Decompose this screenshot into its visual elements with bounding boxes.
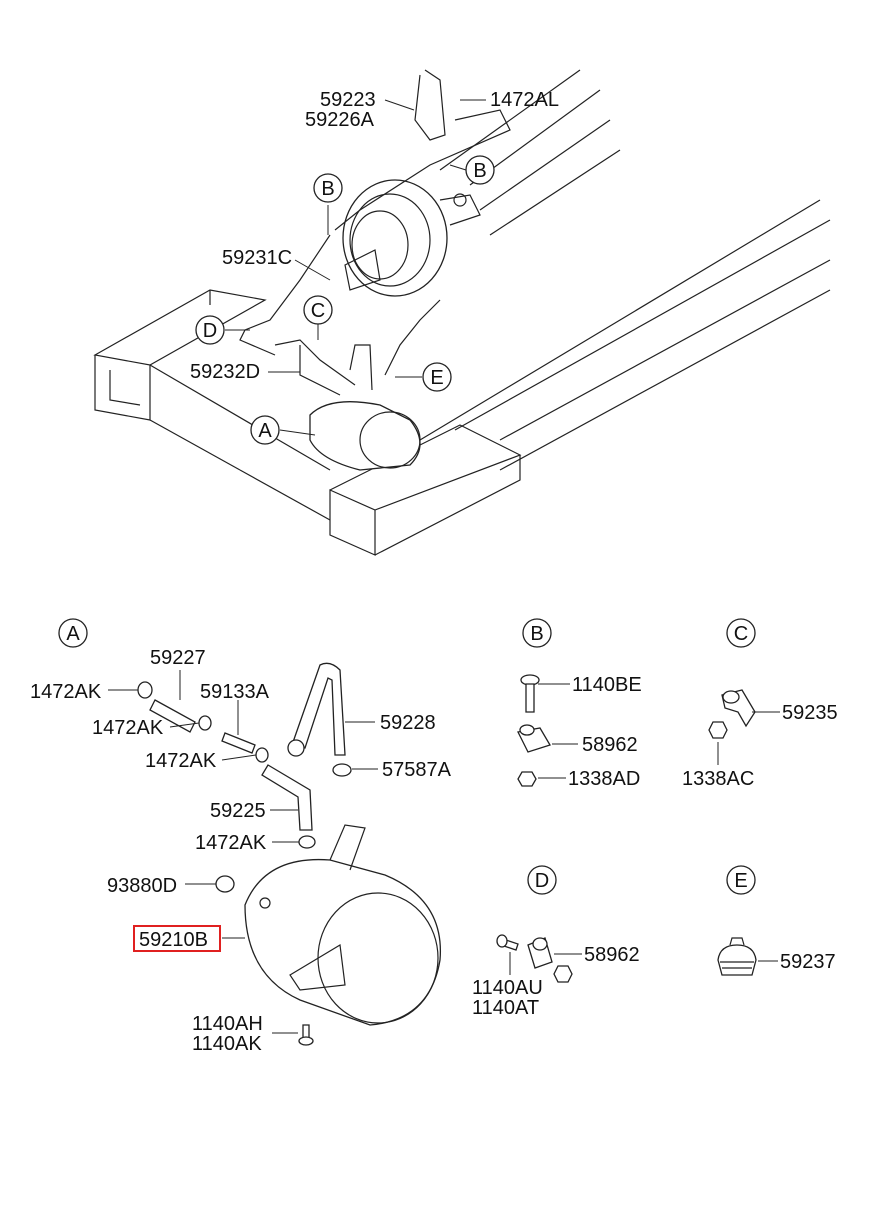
clip-58962-d [527, 937, 553, 969]
label-59226a: 59226A [305, 109, 375, 131]
label-1140ah: 1140AH [192, 1013, 263, 1035]
svg-text:D: D [203, 320, 217, 342]
label-59210b: 59210B [139, 929, 208, 951]
clamp-1472ak-3 [255, 747, 269, 763]
svg-text:E: E [734, 870, 747, 892]
label-59223: 59223 [320, 89, 376, 111]
callout-d-detail: D [527, 865, 557, 895]
nut-d [553, 965, 573, 983]
upper-leader-lines [225, 99, 486, 436]
label-1140ak: 1140AK [192, 1033, 262, 1055]
svg-text:E: E [430, 367, 443, 389]
callout-d-upper: D [195, 315, 225, 345]
detail-b: B 1140BE 58962 1338AD [517, 618, 642, 790]
clip-58962-b [517, 724, 551, 753]
label-59227: 59227 [150, 647, 206, 669]
label-58962-b: 58962 [582, 734, 638, 756]
callout-c-upper: C [303, 295, 333, 325]
vacuum-tank-59210b [244, 824, 442, 1026]
detail-a-leader-lines [108, 670, 378, 1034]
clamp-1472ak-2 [198, 715, 212, 731]
callout-a-upper: A [250, 415, 280, 445]
label-93880d: 93880D [107, 875, 177, 897]
clip-59235 [721, 689, 756, 728]
svg-text:B: B [321, 178, 334, 200]
label-1338ad: 1338AD [568, 768, 640, 790]
label-59232d: 59232D [190, 361, 260, 383]
svg-text:A: A [66, 623, 80, 645]
bolt-1140au [496, 934, 519, 951]
label-57587a: 57587A [382, 759, 452, 781]
fitting-59133a [221, 732, 256, 754]
bolt-1140be [520, 674, 540, 713]
label-59133a: 59133A [200, 681, 270, 703]
detail-a: A [30, 618, 452, 1055]
vehicle-frame [93, 69, 831, 556]
detail-e: E 59237 [717, 865, 836, 976]
svg-text:D: D [535, 870, 549, 892]
check-valve-59237 [717, 937, 757, 976]
hose-59227 [149, 699, 196, 733]
clamp-1472ak-4 [298, 835, 316, 849]
label-1472al: 1472AL [490, 89, 559, 111]
brake-booster [342, 179, 481, 297]
svg-text:C: C [311, 300, 325, 322]
nut-1338ad [517, 771, 537, 787]
label-1140be: 1140BE [572, 674, 642, 696]
hose-59225 [261, 764, 313, 831]
label-1472ak-3: 1472AK [145, 750, 217, 772]
vacuum-tank-upper [309, 401, 421, 471]
label-59225: 59225 [210, 800, 266, 822]
label-1338ac: 1338AC [682, 768, 754, 790]
detail-d: D 58962 1140AU 1140AT [472, 865, 640, 1019]
svg-text:B: B [473, 160, 486, 182]
label-59237: 59237 [780, 951, 836, 973]
nut-1338ac [708, 721, 728, 739]
callout-a-detail: A [58, 618, 88, 648]
vacuum-hoses-upper [239, 69, 511, 396]
label-59235: 59235 [782, 702, 838, 724]
label-1140au: 1140AU [472, 977, 543, 999]
label-59228: 59228 [380, 712, 436, 734]
label-59231c: 59231C [222, 247, 292, 269]
callout-c-detail: C [726, 618, 756, 648]
label-1472ak-2: 1472AK [92, 717, 164, 739]
svg-text:A: A [258, 420, 272, 442]
upper-assembly-view: 59223 59226A 1472AL 59231C 59232D B B C … [93, 69, 831, 556]
svg-text:B: B [530, 623, 543, 645]
highlight-box-59210b [133, 925, 221, 952]
callout-e-detail: E [726, 865, 756, 895]
callout-b-upper-right: B [465, 155, 495, 185]
detail-c: C 59235 1338AC [682, 618, 838, 790]
clamp-57587a [332, 763, 352, 777]
grommet-93880d [215, 875, 235, 893]
callout-b-detail: B [522, 618, 552, 648]
label-1472ak-4: 1472AK [195, 832, 267, 854]
label-1140at: 1140AT [472, 997, 539, 1019]
clamp-1472ak-1 [137, 681, 153, 699]
hose-59228 [287, 662, 346, 757]
callout-e-upper: E [422, 362, 452, 392]
label-1472ak-1: 1472AK [30, 681, 102, 703]
bolt-1140ah [298, 1024, 314, 1046]
label-58962-d: 58962 [584, 944, 640, 966]
svg-text:C: C [734, 623, 748, 645]
callout-b-upper-left: B [313, 173, 343, 203]
